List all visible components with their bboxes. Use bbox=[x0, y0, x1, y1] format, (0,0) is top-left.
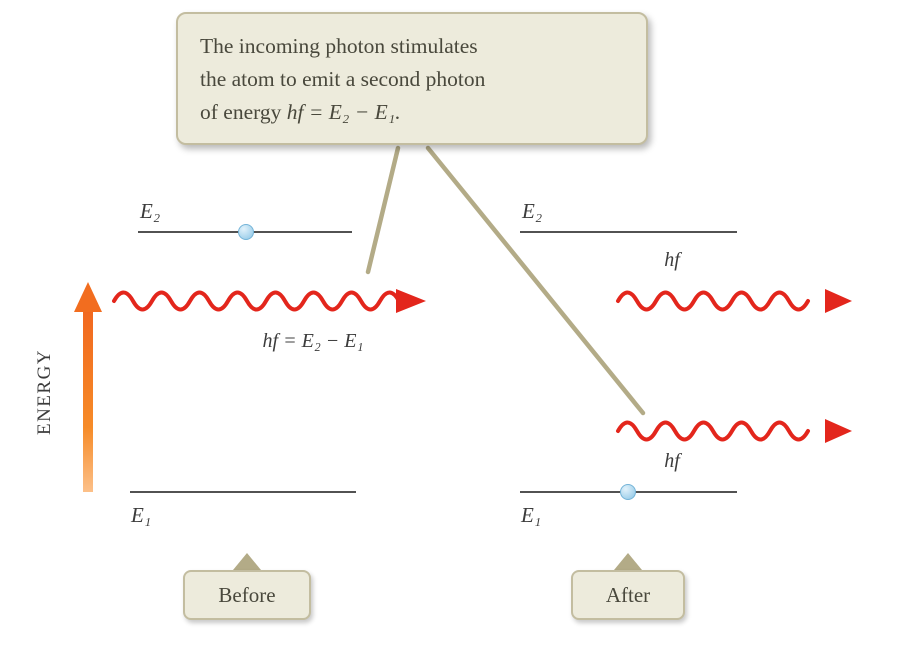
callout-pointer-line-left bbox=[365, 145, 401, 275]
after-photon-bottom-label: hf bbox=[664, 450, 680, 472]
after-photon-wave-top-path bbox=[616, 290, 810, 312]
after-photon-wave-bottom-path bbox=[616, 420, 810, 442]
energy-axis-label: ENERGY bbox=[34, 348, 55, 436]
after-photon-top-arrowhead bbox=[825, 289, 852, 313]
before-caption-pointer-triangle bbox=[233, 553, 261, 570]
before-photon-wave bbox=[112, 289, 426, 313]
callout-line-3-math: hf = E₂ − E₁. bbox=[286, 100, 401, 124]
callout-pointer-line-right bbox=[425, 145, 646, 416]
before-E1-label: E₁ bbox=[131, 503, 152, 527]
before-atom-dot bbox=[238, 224, 254, 240]
callout-line-1: The incoming photon stimulates bbox=[200, 30, 622, 63]
before-caption-label: Before bbox=[218, 582, 276, 607]
before-photon-wave-path bbox=[112, 290, 401, 312]
callout-line-2: the atom to emit a second photon bbox=[200, 63, 622, 96]
after-caption-pointer-triangle bbox=[614, 553, 642, 570]
after-caption-box: After bbox=[571, 570, 685, 620]
energy-arrow-head bbox=[74, 282, 102, 312]
after-caption-label: After bbox=[605, 582, 651, 607]
callout-line-1-text: The incoming photon stimulates bbox=[200, 34, 478, 58]
callout-line-3: of energy hf = E₂ − E₁. bbox=[200, 96, 622, 129]
after-photon-bottom-arrowhead bbox=[825, 419, 852, 443]
before-photon-arrowhead bbox=[396, 289, 426, 313]
after-atom-dot bbox=[620, 484, 636, 500]
energy-axis-arrow bbox=[74, 282, 102, 492]
after-photon-wave-top bbox=[616, 289, 852, 313]
callout-line-3-text: of energy bbox=[200, 100, 287, 124]
after-photon-top-label: hf bbox=[664, 249, 680, 271]
callout-box: The incoming photon stimulates the atom … bbox=[176, 12, 648, 145]
energy-arrow-shaft bbox=[83, 308, 93, 492]
after-photon-wave-bottom bbox=[616, 419, 852, 443]
before-E2-label: E₂ bbox=[140, 199, 161, 223]
before-caption-box: Before bbox=[183, 570, 311, 620]
after-E2-label: E₂ bbox=[522, 199, 543, 223]
after-E1-label: E₁ bbox=[521, 503, 542, 527]
callout-line-2-text: the atom to emit a second photon bbox=[200, 67, 486, 91]
before-photon-label: hf = E₂ − E₁ bbox=[262, 330, 364, 352]
